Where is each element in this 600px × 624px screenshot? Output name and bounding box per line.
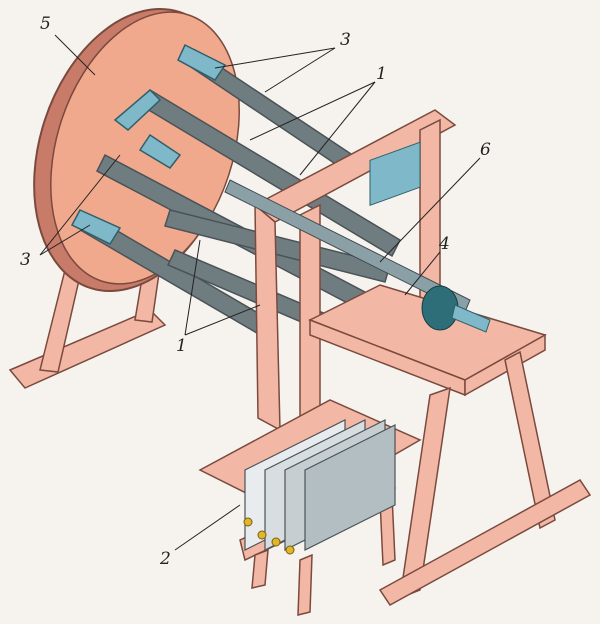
plates: [244, 419, 396, 551]
label-disc: 5: [40, 14, 51, 34]
label-top-rods: 1: [376, 64, 387, 84]
terminal-connectors: [243, 517, 295, 555]
table: [308, 284, 592, 606]
label-plates: 2: [160, 549, 171, 569]
threaded-rods: [81, 48, 401, 338]
label-drive: 4: [439, 234, 450, 254]
label-top-clamps: 3: [340, 30, 351, 50]
label-left-clamps: 3: [20, 250, 31, 270]
label-shaft: 6: [480, 140, 491, 160]
drive-unit: [369, 141, 491, 333]
label-bottom-rods: 1: [176, 336, 187, 356]
leader-lines: [39, 34, 481, 551]
clamps: [70, 43, 227, 245]
